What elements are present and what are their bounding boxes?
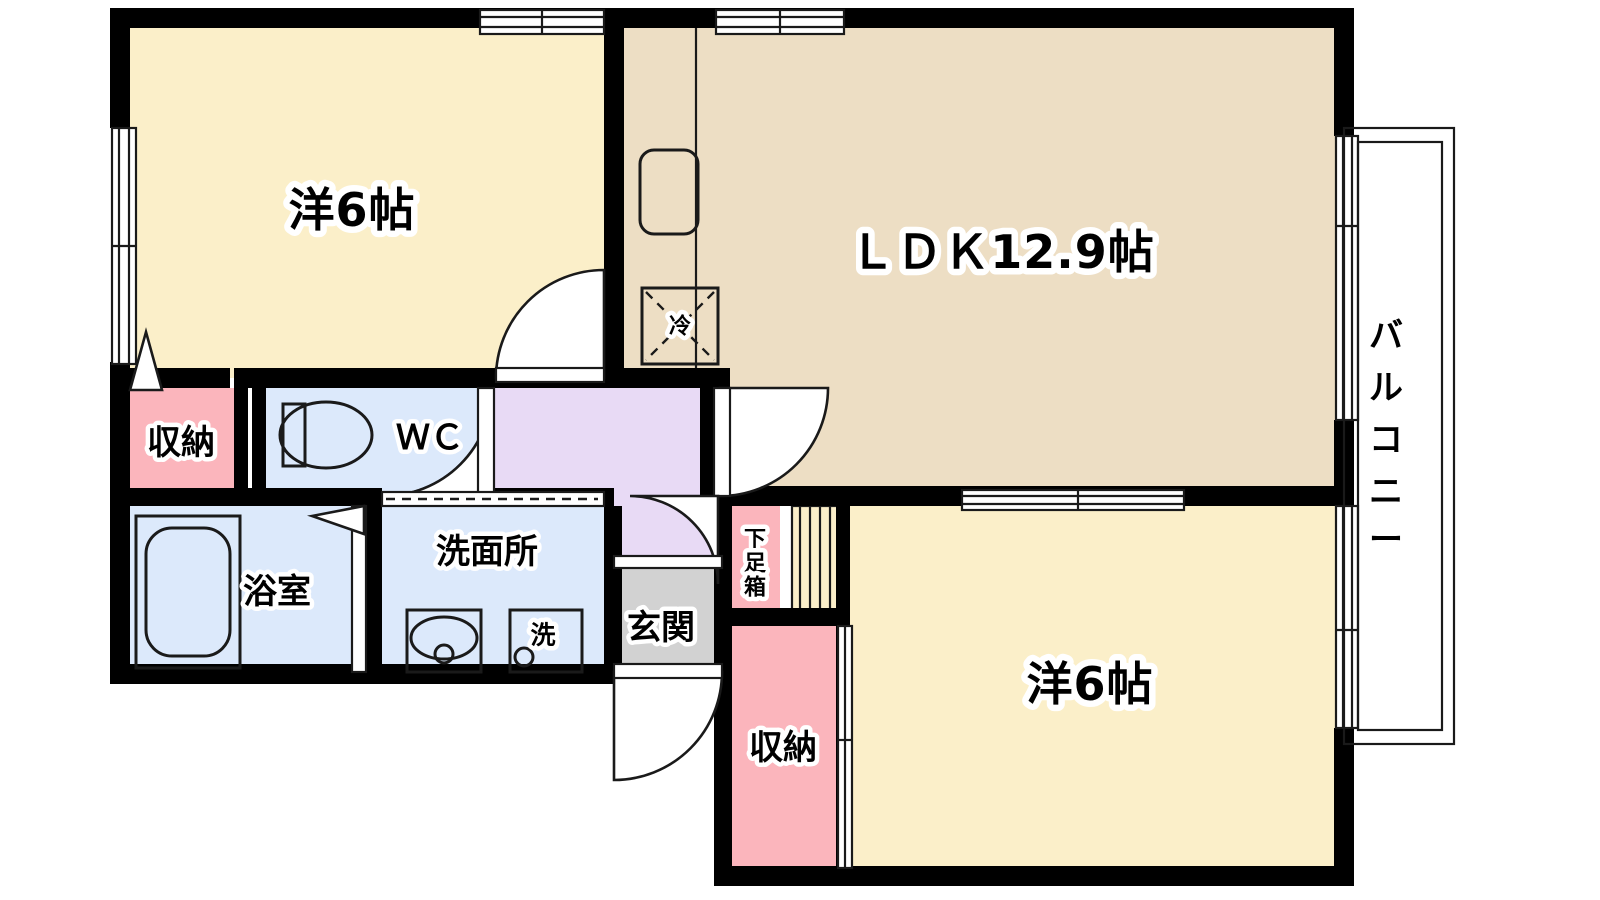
room-fill-bathroom: [128, 506, 362, 672]
wall-closet-wc-b: [252, 388, 266, 496]
wall-kitchen-bottom: [604, 368, 730, 388]
wash-basin-icon: [405, 608, 483, 674]
wall-left-bath: [110, 388, 130, 684]
window-room-right-balcony-door: [1334, 504, 1360, 730]
label-closet-bottom: 収納: [749, 728, 817, 768]
wall-closet-wc-a: [234, 388, 248, 496]
balcony: [1342, 126, 1456, 746]
balcony-outer-rail: [1342, 126, 1456, 746]
room-fill-shoe-box: [730, 506, 780, 618]
closet-bottom-sliding-doors: [836, 624, 854, 870]
room-fill-ldk-kitchen-nook: [620, 26, 696, 378]
doors: [306, 268, 830, 782]
wall-between-room-ldk-lower: [604, 270, 624, 388]
wall-under-closet: [110, 488, 362, 506]
room-fill-closet-bottom: [730, 626, 838, 868]
window-ldk-right-balcony-door: [1334, 134, 1360, 422]
door-entrance: [612, 662, 724, 782]
label-bathroom: 浴室: [243, 572, 311, 612]
washing-machine-pan-icon: 洗: [508, 608, 584, 674]
wall-washroom-right: [604, 506, 622, 672]
wall-under-room-mid: [234, 368, 488, 388]
label-closet-top-left: 収納: [147, 423, 215, 463]
room-fill-western-bottom-right: [848, 506, 1336, 868]
refrigerator-placement: 冷: [640, 286, 720, 366]
label-balcony: バ ル コ ニ ー: [1369, 316, 1403, 560]
label-ldk: ＬＤＫ12.9帖: [849, 225, 1155, 279]
door-corridor-to-entrance: [612, 494, 724, 585]
balcony-inner-rail: [1356, 140, 1444, 732]
label-shoe-box: 下 足 箱: [739, 523, 770, 605]
label-western-room-top-left: 洋6帖: [288, 183, 415, 237]
label-shoe-box-char-1: 足: [744, 552, 766, 577]
room-labels: 洋6帖 ＬＤＫ12.9帖 洋6帖 収納 ＷＣ 浴室 洗面所 玄関 収納 下 足 …: [143, 177, 1404, 773]
label-balcony-char-0: バ: [1369, 316, 1403, 356]
wall-under-wc-pier: [362, 488, 382, 506]
fixtures: 冷 洗: [128, 148, 720, 674]
kitchen-sink-icon: [638, 148, 700, 236]
label-western-room-bottom-right: 洋6帖: [1026, 657, 1153, 711]
label-balcony-char-2: コ: [1369, 420, 1403, 460]
label-shoe-box-char-2: 箱: [744, 575, 766, 601]
door-washroom-sliding: [380, 490, 606, 508]
wall-left-upper: [110, 8, 130, 128]
wall-bottom-outer: [714, 866, 1354, 886]
room-fills: [128, 26, 1336, 868]
washer-label: 洗: [530, 621, 555, 650]
label-washroom: 洗面所: [436, 532, 538, 572]
door-corridor-to-ldk: [712, 386, 830, 498]
refrigerator-label: 冷: [669, 314, 691, 340]
window-top-left-room: [478, 8, 606, 36]
room-fill-entrance: [614, 566, 718, 672]
closet-marker-icon: [128, 327, 164, 392]
bathtub-icon: [134, 514, 242, 670]
window-left-wall: [110, 126, 138, 366]
toilet-bowl-icon: [278, 400, 374, 470]
wall-shoebox-right: [836, 506, 850, 618]
wall-right-room-lower: [1334, 728, 1354, 886]
label-entrance: 玄関: [627, 608, 695, 648]
label-balcony-char-4: ー: [1369, 520, 1403, 560]
door-bathroom-folding: [306, 504, 368, 674]
label-balcony-char-3: ニ: [1369, 472, 1403, 512]
door-western-top-left-room: [494, 268, 606, 384]
label-shoe-box-char-0: 下: [744, 528, 766, 553]
window-bottom-room-top: [960, 488, 1186, 512]
wall-under-room-left: [110, 368, 230, 388]
wall-shoebox-bottom: [714, 608, 850, 626]
wall-between-room-ldk-upper: [604, 8, 624, 270]
wall-right-ldk-upper: [1334, 8, 1354, 136]
room-fill-corridor-upper: [478, 388, 718, 496]
label-wc: ＷＣ: [396, 418, 464, 458]
window-ldk-top: [714, 8, 846, 36]
room-fill-washroom: [382, 506, 604, 672]
label-balcony-char-1: ル: [1369, 368, 1403, 408]
room-fill-closet-top-left: [128, 388, 234, 496]
